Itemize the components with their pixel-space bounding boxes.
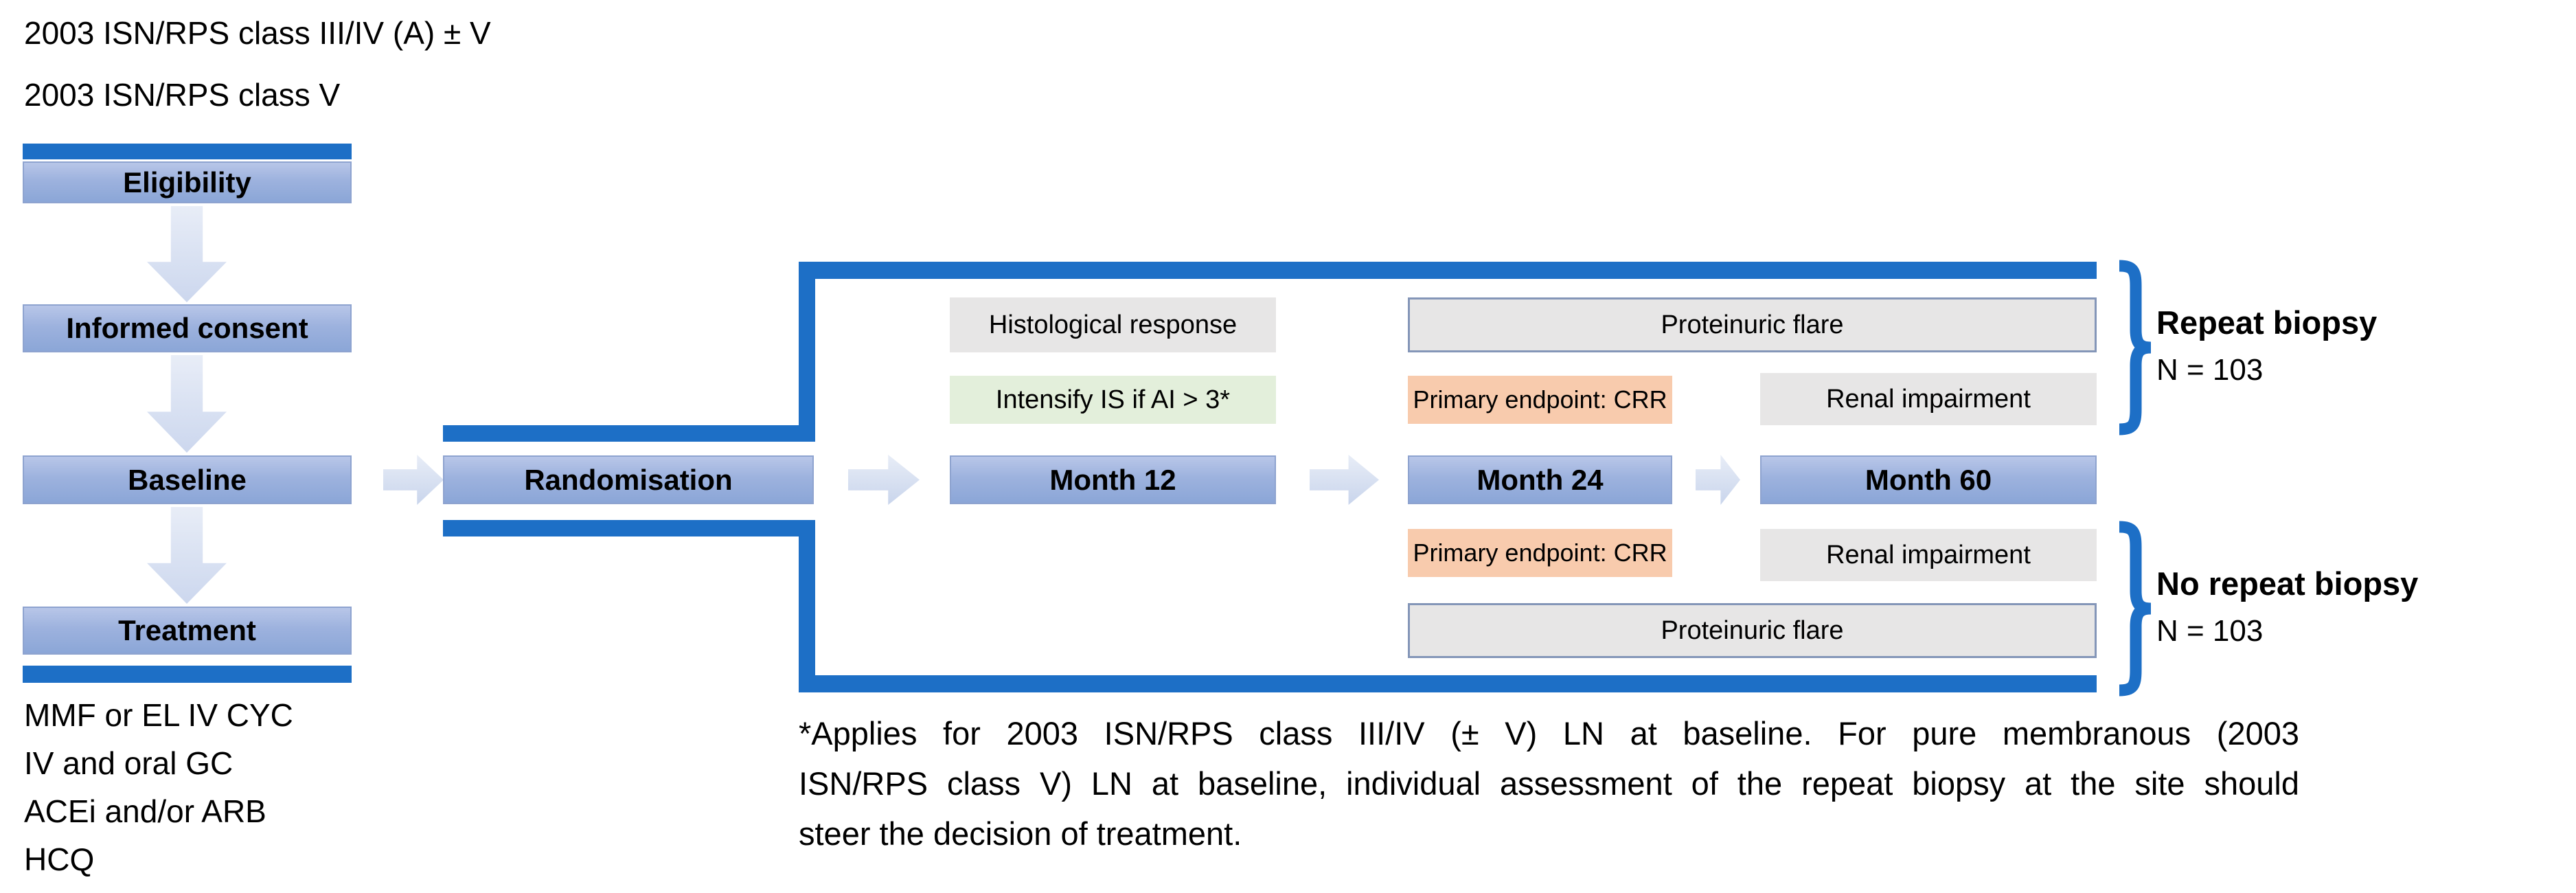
event-box-intensify-is: Intensify IS if AI > 3* [950,376,1276,424]
criteria-line-2: 2003 ISN/RPS class V [24,77,341,113]
flow-box-informed-consent-label: Informed consent [66,312,308,344]
repeat-biopsy-title: Repeat biopsy [2156,304,2378,341]
flow-box-baseline-label: Baseline [128,463,247,496]
right-arrow-icon [1696,455,1740,505]
down-arrow-icon [147,206,227,302]
histological-response-label: Histological response [988,310,1238,339]
event-box-renal-impairment-upper: Renal impairment [1760,373,2097,425]
down-arrow-icon [147,355,227,453]
footnote-line-3: steer the decision of treatment. [799,815,1242,852]
event-box-histological-response: Histological response [950,297,1276,352]
no-repeat-biopsy-n: N = 103 [2156,614,2264,648]
flow-box-eligibility-label: Eligibility [123,166,251,199]
flow-box-month-60: Month 60 [1760,455,2097,504]
bracket-vertical-upper [799,262,815,442]
flow-box-randomisation-label: Randomisation [524,463,733,496]
footnote-line-2: ISN/RPS class V) LN at baseline, individ… [799,765,2299,802]
month-60-label: Month 60 [1865,463,1992,496]
primary-endpoint-lower-label: Primary endpoint: CRR [1413,539,1667,567]
event-box-renal-impairment-lower: Renal impairment [1760,529,2097,581]
primary-endpoint-upper-label: Primary endpoint: CRR [1413,385,1667,414]
proteinuric-flare-lower-label: Proteinuric flare [1661,615,1844,645]
flow-box-treatment: Treatment [23,607,352,655]
right-arrow-icon [383,455,444,505]
bracket-vertical-lower [799,520,815,692]
down-arrow-icon [147,507,227,604]
flow-box-baseline: Baseline [23,455,352,504]
flow-box-month-12: Month 12 [950,455,1276,504]
medication-line: ACEi and/or ARB [24,793,266,829]
event-box-primary-endpoint-lower: Primary endpoint: CRR [1408,529,1672,577]
bracket-bottom-bar [799,675,2097,692]
divider-bar-top [23,144,352,159]
repeat-biopsy-n: N = 103 [2156,353,2264,387]
right-arrow-icon [1310,455,1379,505]
medication-line: MMF or EL IV CYC [24,697,293,733]
flow-box-eligibility: Eligibility [23,161,352,203]
no-repeat-biopsy-title: No repeat biopsy [2156,565,2419,602]
criteria-line-1: 2003 ISN/RPS class III/IV (A) ± V [24,15,491,51]
curly-brace-lower [2112,521,2156,697]
event-box-proteinuric-flare-upper: Proteinuric flare [1408,297,2097,352]
event-box-proteinuric-flare-lower: Proteinuric flare [1408,603,2097,658]
medication-line: HCQ [24,841,95,877]
bracket-top-bar [799,262,2097,279]
right-arrow-icon [848,455,920,505]
footnote-line-1: *Applies for 2003 ISN/RPS class III/IV (… [799,715,2299,751]
flow-box-treatment-label: Treatment [118,614,256,646]
event-box-primary-endpoint-upper: Primary endpoint: CRR [1408,376,1672,424]
intensify-is-label: Intensify IS if AI > 3* [995,385,1231,414]
medication-line: IV and oral GC [24,745,233,781]
flow-box-informed-consent: Informed consent [23,304,352,352]
proteinuric-flare-upper-label: Proteinuric flare [1661,310,1844,339]
month-24-label: Month 24 [1477,463,1604,496]
flow-box-randomisation: Randomisation [443,455,814,504]
renal-impairment-lower-label: Renal impairment [1826,540,2031,569]
divider-bar-bottom [23,666,352,683]
bracket-stub-lower [443,520,815,536]
month-12-label: Month 12 [1049,463,1176,496]
flow-box-month-24: Month 24 [1408,455,1672,504]
curly-brace-upper [2112,260,2156,436]
bracket-stub-upper [443,425,815,442]
renal-impairment-upper-label: Renal impairment [1826,384,2031,414]
